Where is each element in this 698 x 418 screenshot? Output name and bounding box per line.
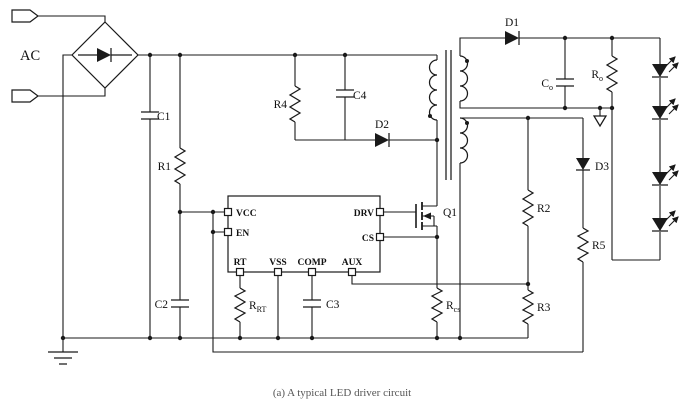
output-resistor-ro: Ro [591,55,619,93]
junction-dots [60,35,615,341]
pin-cs [375,232,385,242]
label-c3: C3 [326,299,340,311]
pin-label-rt: RT [234,258,248,268]
resistor-r5: R5 [576,227,606,263]
ac-terminal-bottom [11,89,39,103]
pin-drv [375,207,385,217]
polarity-dot [465,59,469,63]
pin-comp [307,267,317,277]
resistor-r1: R1 [158,147,187,185]
resistor-r3: R3 [521,289,551,325]
led-string [652,56,679,232]
label-c4: C4 [353,90,367,102]
label-d3: D3 [595,161,609,173]
pin-en [223,227,233,237]
pin-label-drv: DRV [354,209,374,219]
label-d2: D2 [375,119,389,131]
bridge-diode-icon [78,48,132,62]
resistor-rrt: RRT [233,287,267,323]
bridge-rectifier [71,21,139,89]
pin-vss [273,267,283,277]
led [652,98,679,120]
led [652,164,679,186]
diode-d2: D2 [375,119,390,147]
controller-ic: VCC EN DRV CS RT VSS COMP AUX [223,195,385,277]
label-rrt: RRT [249,300,267,314]
label-r4: R4 [274,99,288,111]
polarity-dot [465,121,469,125]
diode-d1: D1 [505,17,520,45]
led [652,210,679,232]
ac-label: AC [20,48,40,64]
mosfet-q1: Q1 [415,202,457,230]
label-d1: D1 [505,17,519,29]
pin-label-cs: CS [362,234,374,244]
label-co: Co [541,78,553,92]
output-cap-co: Co [541,78,574,92]
secondary-ground-icon [592,115,608,128]
led [652,56,679,78]
pin-label-aux: AUX [342,258,363,268]
label-rcs: Rcs [446,300,460,314]
label-c1: C1 [157,111,171,123]
capacitor-c3: C3 [303,299,340,311]
pin-rt [235,267,245,277]
aux-winding [459,117,469,164]
label-c2: C2 [155,299,169,311]
pin-vcc [223,207,233,217]
capacitor-c1: C1 [141,111,171,123]
capacitor-c4: C4 [336,89,367,102]
label-r1: R1 [158,161,172,173]
resistor-rcs: Rcs [430,287,460,323]
figure-caption: (a) A typical LED driver circuit [273,387,411,399]
pin-label-vcc: VCC [236,209,257,219]
label-q1: Q1 [443,207,457,219]
transformer [428,50,469,180]
primary-winding [428,59,438,121]
pin-label-comp: COMP [297,258,326,268]
diode-d3: D3 [576,158,609,173]
secondary-winding [459,55,469,102]
pin-aux [347,267,357,277]
ac-terminal-top [11,9,39,23]
resistor-r2: R2 [521,189,551,227]
pin-label-en: EN [236,229,249,239]
capacitor-c2: C2 [155,299,189,311]
earth-ground-icon [48,351,78,365]
wire-net [38,15,661,353]
label-ro: Ro [591,69,603,83]
label-r5: R5 [592,240,606,252]
label-r3: R3 [537,302,551,314]
polarity-dot [428,114,432,118]
label-r2: R2 [537,203,551,215]
pin-label-vss: VSS [269,258,286,268]
resistor-r4: R4 [274,85,302,123]
